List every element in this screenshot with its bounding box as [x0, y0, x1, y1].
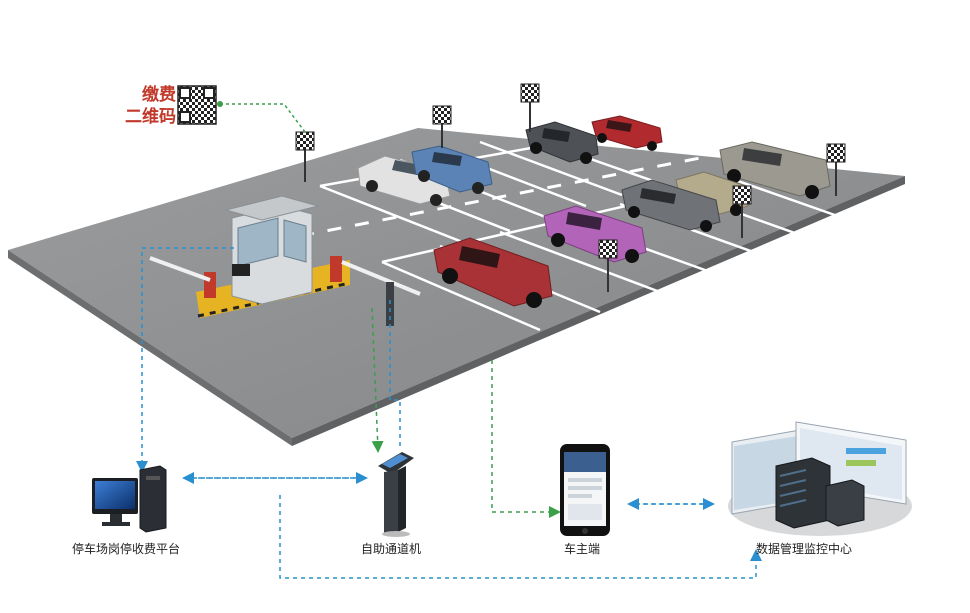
link-booth-to-platform — [136, 247, 234, 473]
car-owner-phone — [560, 444, 610, 536]
car-gray-wagon — [621, 179, 721, 232]
self-service-kiosk — [378, 452, 414, 537]
payment-qr-label: 缴费 二维码 — [120, 84, 176, 128]
label-car-owner: 车主端 — [564, 542, 601, 556]
car-red-large — [433, 237, 553, 308]
booth-computer — [92, 465, 167, 533]
qr-posts — [295, 83, 846, 292]
qr-post — [432, 105, 452, 148]
qr-post — [598, 239, 618, 292]
car-blue — [411, 145, 493, 194]
qr-post — [826, 143, 846, 196]
car-pink — [543, 205, 647, 263]
car-silver-suv — [719, 141, 831, 199]
payment-qr-code — [177, 85, 217, 125]
data-center — [728, 421, 912, 536]
connection-lines — [136, 247, 762, 579]
link-platform-to-center — [279, 495, 762, 579]
link-lot-to-phone — [491, 360, 561, 518]
payment-qr-label-line1: 缴费 — [142, 85, 176, 105]
qr-post — [732, 185, 752, 238]
lane-dashes — [299, 156, 701, 238]
toll-booth — [149, 195, 421, 326]
label-self-service-kiosk: 自助通道机 — [361, 542, 422, 556]
qr-leader-line — [217, 101, 306, 133]
car-red-small — [591, 115, 663, 151]
label-data-center: 数据管理监控中心 — [756, 542, 853, 556]
cars — [357, 115, 831, 308]
label-booth-platform: 停车场岗停收费平台 — [72, 542, 181, 556]
payment-qr-label-line2: 二维码 — [125, 107, 176, 127]
link-gate-to-kiosk — [389, 300, 401, 450]
qr-post — [520, 83, 540, 132]
car-dark-gray — [525, 121, 599, 164]
